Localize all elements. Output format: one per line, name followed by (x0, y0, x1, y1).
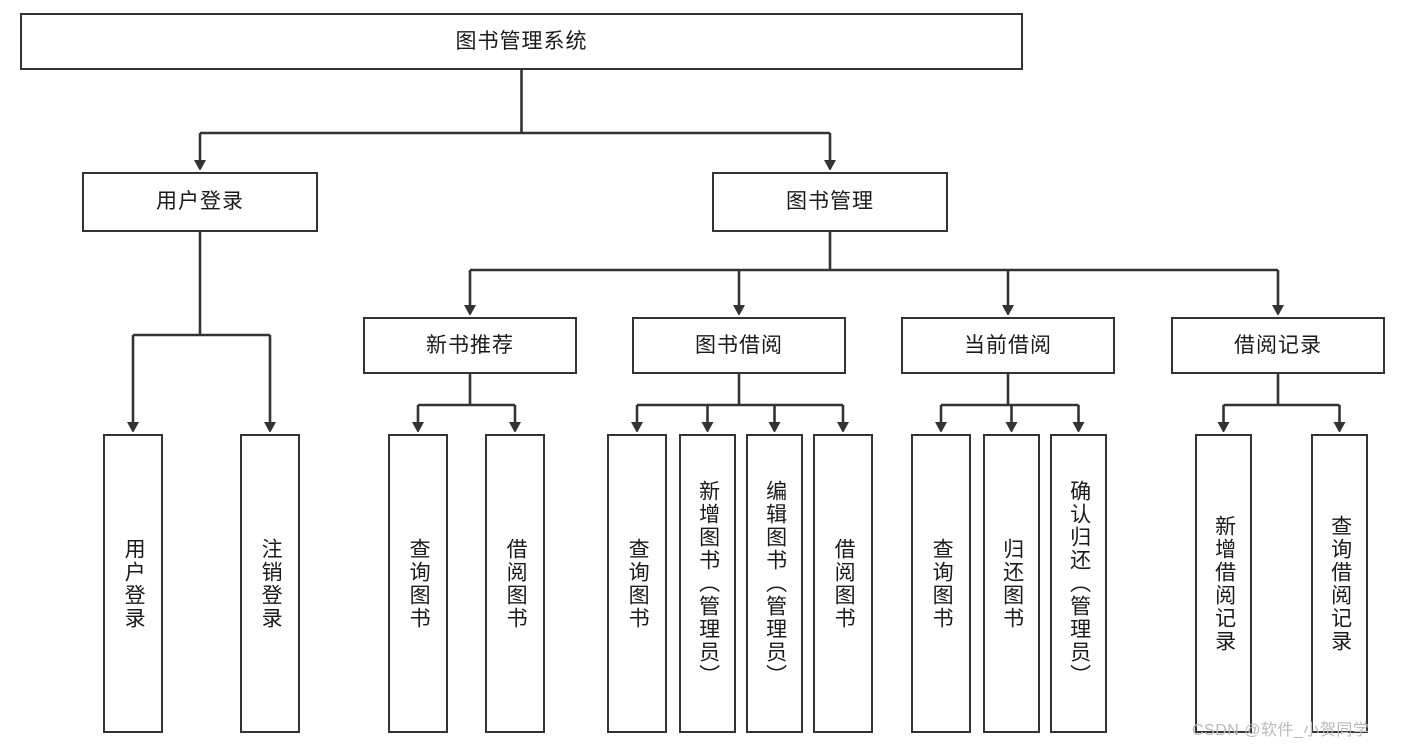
node-root[interactable]: 图书管理系统 (20, 13, 1023, 70)
watermark-text: CSDN @软件_小贺同学 (1192, 722, 1370, 739)
node-l_user_login[interactable]: 用户登录 (103, 434, 163, 733)
node-l_edit_book[interactable]: 编辑图书（管理员） (746, 434, 803, 733)
node-label: 图书借阅 (695, 333, 783, 357)
node-l_add_book[interactable]: 新增图书（管理员） (679, 434, 736, 733)
node-label: 查询图书 (407, 537, 431, 630)
node-label: 确认归还（管理员） (1067, 480, 1091, 687)
node-label: 新书推荐 (426, 333, 514, 357)
node-label: 借阅图书 (504, 537, 528, 630)
node-l_q_book_2[interactable]: 查询图书 (607, 434, 667, 733)
node-cur_borrow[interactable]: 当前借阅 (901, 317, 1115, 374)
node-label: 当前借阅 (964, 333, 1052, 357)
node-label: 查询图书 (626, 537, 650, 630)
node-l_return[interactable]: 归还图书 (983, 434, 1040, 733)
node-label: 新增借阅记录 (1212, 514, 1236, 653)
node-label: 借阅图书 (832, 537, 856, 630)
node-label: 新增图书（管理员） (696, 480, 720, 687)
node-label: 查询图书 (930, 537, 954, 630)
node-l_q_book_3[interactable]: 查询图书 (911, 434, 971, 733)
node-label: 注销登录 (259, 537, 283, 630)
node-label: 查询借阅记录 (1328, 514, 1352, 653)
node-label: 编辑图书（管理员） (763, 480, 787, 687)
node-borrow_rec[interactable]: 借阅记录 (1171, 317, 1385, 374)
node-label: 用户登录 (156, 190, 244, 214)
node-label: 图书管理系统 (455, 29, 588, 53)
node-book_borrow[interactable]: 图书借阅 (632, 317, 846, 374)
node-label: 借阅记录 (1234, 333, 1322, 357)
node-label: 用户登录 (122, 537, 146, 630)
node-l_b_book_1[interactable]: 借阅图书 (485, 434, 545, 733)
node-l_add_rec[interactable]: 新增借阅记录 (1195, 434, 1252, 733)
node-label: 归还图书 (1000, 537, 1024, 630)
node-label: 图书管理 (786, 190, 874, 214)
node-new_book_rec[interactable]: 新书推荐 (363, 317, 577, 374)
node-l_q_book_1[interactable]: 查询图书 (388, 434, 448, 733)
node-l_b_book_2[interactable]: 借阅图书 (813, 434, 873, 733)
node-book_mgmt[interactable]: 图书管理 (712, 172, 948, 232)
node-l_conf_ret[interactable]: 确认归还（管理员） (1050, 434, 1107, 733)
node-l_q_rec[interactable]: 查询借阅记录 (1311, 434, 1368, 733)
node-user_login[interactable]: 用户登录 (82, 172, 318, 232)
node-l_user_out[interactable]: 注销登录 (240, 434, 300, 733)
